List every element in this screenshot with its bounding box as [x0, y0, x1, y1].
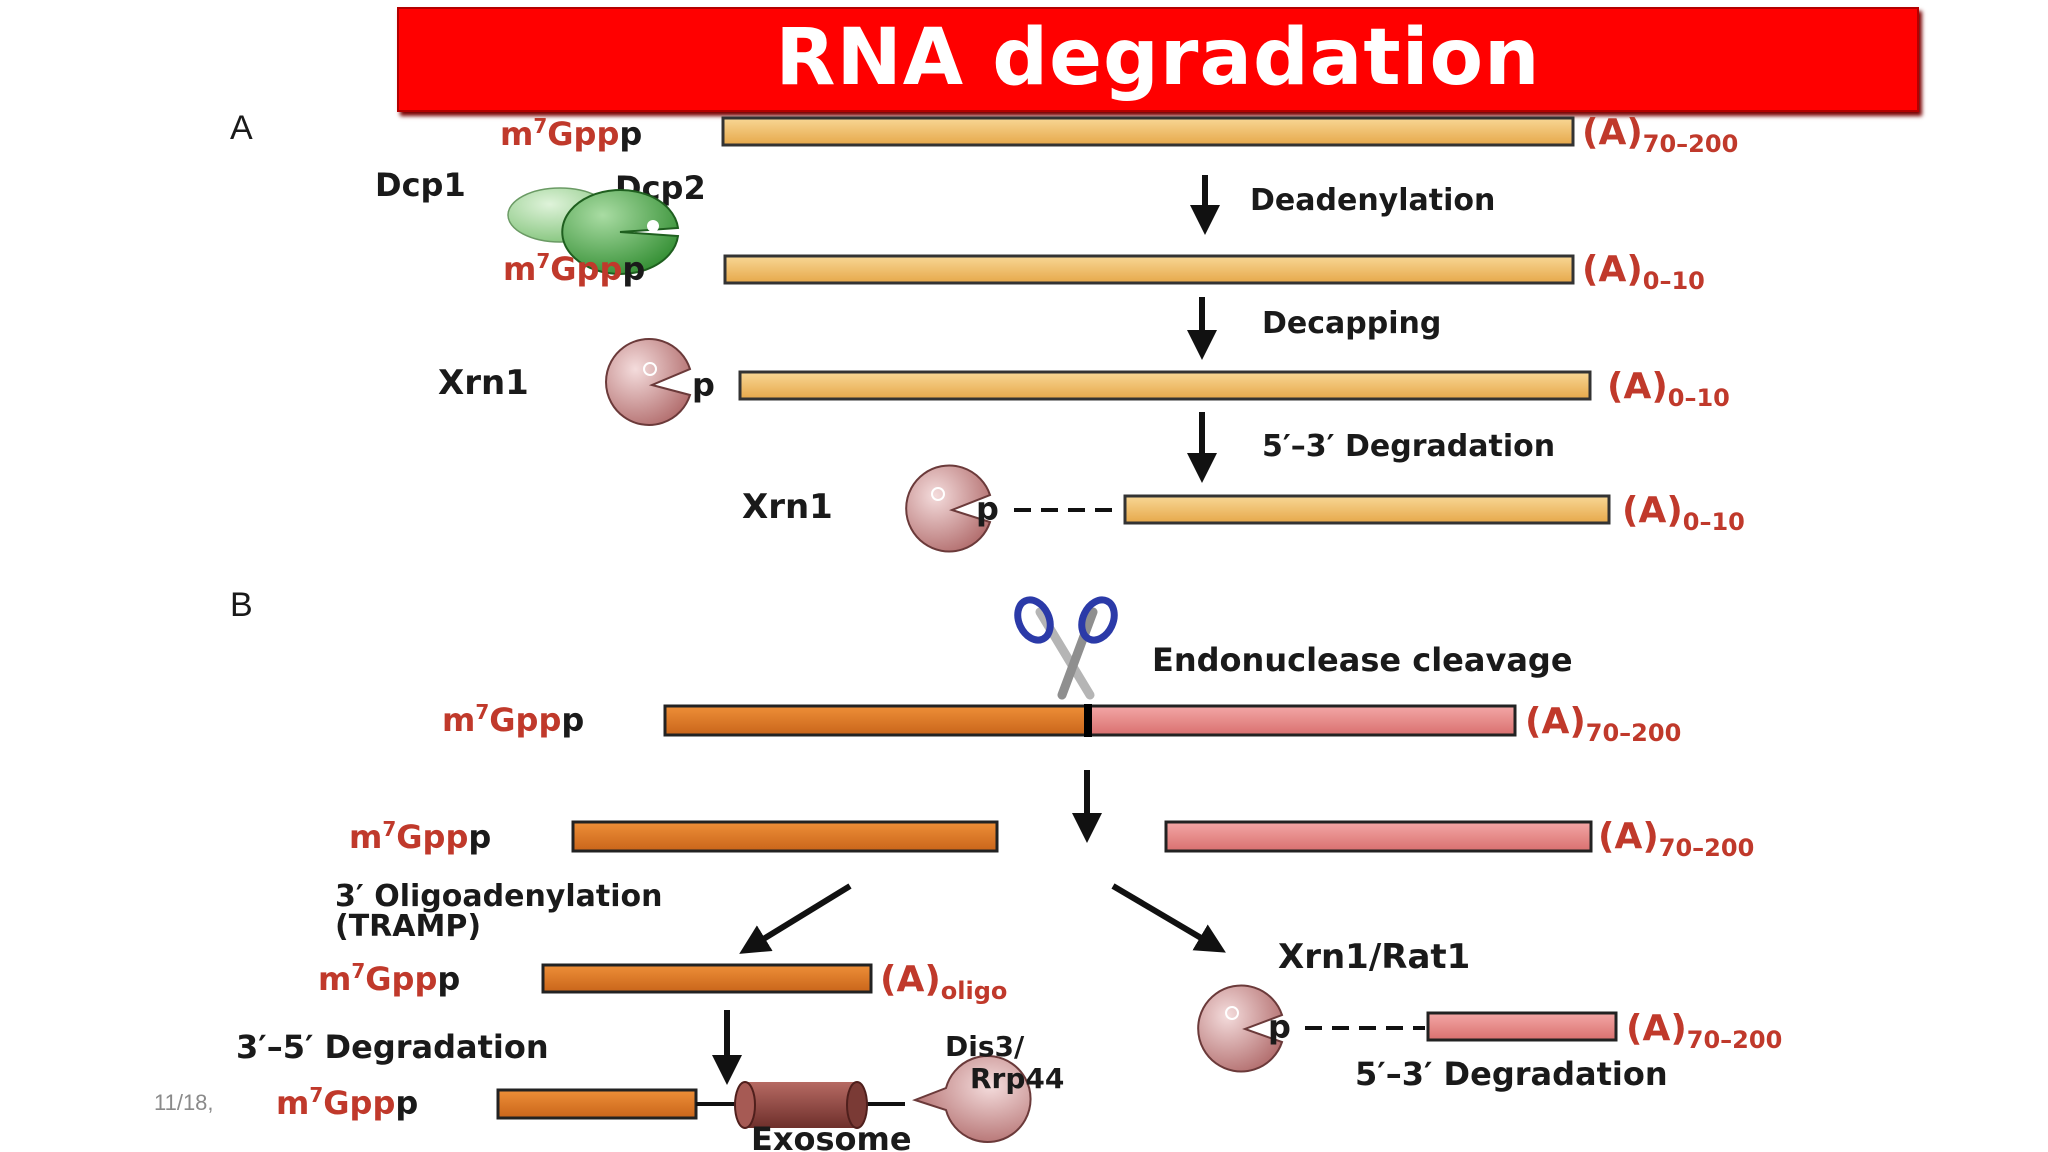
polya-tail-label: (A)70–200 — [1525, 701, 1681, 747]
exosome-label: Exosome — [751, 1120, 912, 1152]
mrna-5prime-fragment — [541, 963, 873, 994]
phosphate-label: p — [1268, 1008, 1291, 1046]
step-decapping: Decapping — [1262, 306, 1441, 341]
polya-tail-label: (A)0–10 — [1622, 490, 1745, 536]
cap-label: m7Gppp — [318, 959, 460, 998]
panel-a-label: A — [230, 109, 253, 147]
mrna-5prime-fragment — [663, 704, 1090, 737]
xrn1-protein — [1197, 984, 1284, 1073]
mrna-bar — [721, 116, 1575, 147]
polya-tail-label: (A)0–10 — [1582, 249, 1705, 295]
polya-tail-label: (A)70–200 — [1598, 816, 1754, 862]
mrna-3prime-fragment — [1086, 704, 1517, 737]
step-arrow — [1111, 883, 1226, 953]
xrn1-label: Xrn1 — [742, 487, 833, 527]
step-3-oligoadenylation: 3′ Oligoadenylation — [335, 879, 662, 914]
cap-label: m7Gppp — [276, 1083, 418, 1122]
mrna-bar — [1123, 494, 1611, 525]
mrna-5prime-fragment — [496, 1088, 698, 1120]
xrn1-protein — [605, 338, 692, 426]
tramp-label: (TRAMP) — [335, 909, 481, 944]
exosome-complex — [734, 1081, 868, 1129]
rrp44-label: Rrp44 — [970, 1062, 1064, 1095]
xrn1-protein — [905, 464, 992, 553]
mrna-3prime-fragment — [1164, 820, 1593, 853]
xrn1-active-site — [1225, 1006, 1239, 1020]
phosphate-label: p — [692, 366, 715, 404]
dcp2-active-site — [647, 220, 659, 232]
title-banner: RNA degradation — [397, 7, 1919, 112]
mrna-bar — [723, 254, 1575, 285]
slide-date: 11/18, — [154, 1090, 214, 1115]
xrn1-rat1-label: Xrn1/Rat1 — [1278, 937, 1470, 977]
step-endonuclease-cleavage: Endonuclease cleavage — [1152, 641, 1573, 679]
dis3-label: Dis3/ — [945, 1030, 1025, 1063]
cap-label: m7Gppp — [500, 114, 642, 153]
cap-label: m7Gppp — [442, 700, 584, 739]
mrna-bar — [738, 370, 1592, 401]
oligo-tail-label: (A)oligo — [880, 959, 1007, 1005]
polya-tail-label: (A)0–10 — [1607, 366, 1730, 412]
polya-tail-label: (A)70–200 — [1582, 112, 1738, 158]
page-title: RNA degradation — [775, 13, 1541, 103]
step-3-5-degradation: 3′–5′ Degradation — [236, 1028, 549, 1066]
panel-b-label: B — [230, 586, 253, 624]
step-deadenylation: Deadenylation — [1250, 183, 1495, 218]
xrn1-active-site — [931, 487, 945, 501]
dis3-protein — [912, 1055, 1032, 1143]
dcp1-label: Dcp1 — [375, 166, 466, 204]
mrna-3prime-fragment — [1426, 1011, 1618, 1042]
phosphate-label: p — [976, 490, 999, 528]
step-5-3-degradation-b: 5′–3′ Degradation — [1355, 1055, 1668, 1093]
dcp2-protein — [561, 189, 680, 275]
step-5-3-degradation: 5′–3′ Degradation — [1262, 429, 1555, 464]
xrn1-label: Xrn1 — [438, 363, 529, 403]
step-arrow — [739, 883, 852, 954]
cap-label: m7Gppp — [349, 817, 491, 856]
cap-label: m7Gppp — [503, 249, 645, 288]
xrn1-active-site — [643, 362, 657, 376]
dis3-active-site — [903, 1068, 917, 1082]
scissors-icon — [1014, 596, 1118, 700]
polya-tail-label: (A)70–200 — [1626, 1008, 1782, 1054]
mrna-5prime-fragment — [571, 820, 999, 853]
